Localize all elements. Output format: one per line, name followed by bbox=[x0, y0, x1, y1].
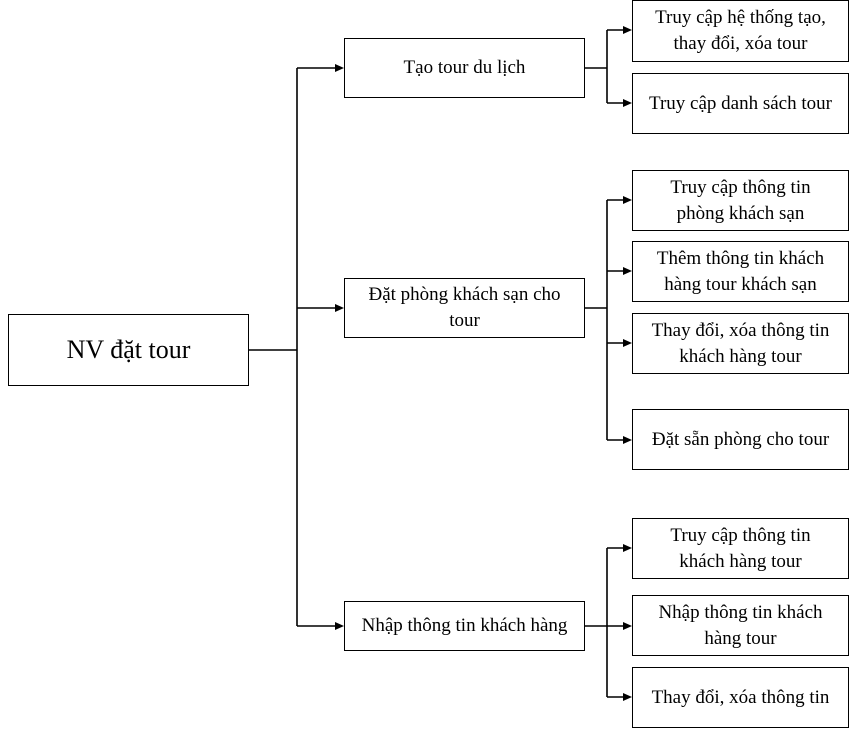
root-node: NV đặt tour bbox=[8, 314, 249, 386]
leaf-node: Truy cập thông tin khách hàng tour bbox=[632, 518, 849, 579]
leaf-node: Truy cập hệ thống tạo, thay đổi, xóa tou… bbox=[632, 0, 849, 62]
arrowhead bbox=[623, 544, 632, 552]
arrowhead bbox=[335, 304, 344, 312]
arrowhead bbox=[623, 693, 632, 701]
branch-node-enter-customer: Nhập thông tin khách hàng bbox=[344, 601, 585, 651]
leaf-node: Thay đổi, xóa thông tin khách hàng tour bbox=[632, 313, 849, 374]
leaf-node: Thêm thông tin khách hàng tour khách sạn bbox=[632, 241, 849, 302]
arrowhead bbox=[335, 64, 344, 72]
arrowhead bbox=[623, 622, 632, 630]
branch-node-create-tour: Tạo tour du lịch bbox=[344, 38, 585, 98]
arrowhead bbox=[623, 436, 632, 444]
arrowhead bbox=[623, 99, 632, 107]
arrowhead bbox=[623, 339, 632, 347]
arrowhead bbox=[335, 622, 344, 630]
leaf-node: Đặt sẵn phòng cho tour bbox=[632, 409, 849, 470]
arrowhead bbox=[623, 267, 632, 275]
leaf-node: Nhập thông tin khách hàng tour bbox=[632, 595, 849, 656]
arrowhead bbox=[623, 196, 632, 204]
leaf-node: Truy cập danh sách tour bbox=[632, 73, 849, 134]
leaf-node: Thay đổi, xóa thông tin bbox=[632, 667, 849, 728]
leaf-node: Truy cập thông tin phòng khách sạn bbox=[632, 170, 849, 231]
arrowhead bbox=[623, 26, 632, 34]
branch-node-book-hotel: Đặt phòng khách sạn cho tour bbox=[344, 278, 585, 338]
